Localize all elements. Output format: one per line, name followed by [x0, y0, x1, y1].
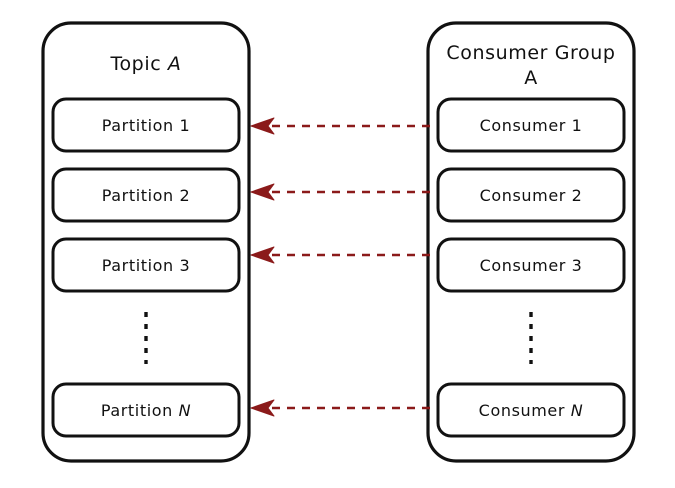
consumer-2-name: Consumer — [480, 186, 566, 205]
partition-n-box[interactable] — [51, 382, 241, 438]
partition-1-name: Partition — [102, 116, 174, 135]
consumer-n-label: Consumer N — [479, 401, 584, 420]
consumer-n-box[interactable] — [436, 382, 626, 438]
partition-1-index: 1 — [180, 116, 191, 135]
consumer-3-name: Consumer — [480, 256, 566, 275]
consumer-1-box[interactable] — [436, 97, 626, 153]
partition-3-name: Partition — [102, 256, 174, 275]
consumer-n-index: N — [571, 401, 584, 420]
partition-3-index: 3 — [180, 256, 191, 275]
connection-arrow-3-head — [250, 246, 275, 264]
partition-1-box[interactable] — [51, 97, 241, 153]
partition-n-item[interactable]: Partition N — [51, 382, 241, 438]
partition-1-item[interactable]: Partition 1 — [51, 97, 241, 153]
connection-arrow-1[interactable] — [250, 117, 430, 135]
consumer-n-name: Consumer — [479, 401, 565, 420]
consumer-group-title-line2: A — [524, 67, 538, 89]
connection-arrow-3[interactable] — [250, 246, 430, 264]
consumer-group-title-line1: Consumer Group — [446, 42, 615, 64]
consumer-3-index: 3 — [572, 256, 583, 275]
partition-3-box[interactable] — [51, 237, 241, 293]
partition-2-label: Partition 2 — [102, 186, 191, 205]
connection-arrows-group — [250, 117, 430, 417]
connection-arrow-2[interactable] — [250, 183, 430, 201]
connection-arrow-1-head — [250, 117, 275, 135]
consumer-3-box[interactable] — [436, 237, 626, 293]
connection-arrow-4[interactable] — [250, 399, 430, 417]
partition-n-index: N — [179, 401, 192, 420]
left-panel-group[interactable]: Topic A Partition 1 Partition 2 — [41, 21, 251, 463]
partition-1-label: Partition 1 — [102, 116, 191, 135]
consumer-1-label: Consumer 1 — [480, 116, 583, 135]
consumer-2-label: Consumer 2 — [480, 186, 583, 205]
consumer-2-index: 2 — [572, 186, 583, 205]
consumer-n-item[interactable]: Consumer N — [436, 382, 626, 438]
consumer-2-box[interactable] — [436, 167, 626, 223]
partition-n-label: Partition N — [101, 401, 191, 420]
partition-2-box[interactable] — [51, 167, 241, 223]
consumer-1-item[interactable]: Consumer 1 — [436, 97, 626, 153]
consumer-2-item[interactable]: Consumer 2 — [436, 167, 626, 223]
partition-3-item[interactable]: Partition 3 — [51, 237, 241, 293]
connection-arrow-2-head — [250, 183, 275, 201]
partition-2-item[interactable]: Partition 2 — [51, 167, 241, 223]
consumer-3-item[interactable]: Consumer 3 — [436, 237, 626, 293]
topic-panel-title: Topic A — [109, 53, 181, 75]
topic-title-text: Topic — [109, 53, 161, 75]
consumer-3-label: Consumer 3 — [480, 256, 583, 275]
consumer-1-index: 1 — [572, 116, 583, 135]
partition-2-index: 2 — [180, 186, 191, 205]
consumer-1-name: Consumer — [480, 116, 566, 135]
right-panel-group[interactable]: Consumer Group A Consumer 1 Consumer 2 — [426, 21, 636, 463]
topic-title-suffix: A — [166, 53, 182, 75]
partition-2-name: Partition — [102, 186, 174, 205]
connection-arrow-4-head — [250, 399, 275, 417]
partition-3-label: Partition 3 — [102, 256, 191, 275]
partition-n-name: Partition — [101, 401, 173, 420]
